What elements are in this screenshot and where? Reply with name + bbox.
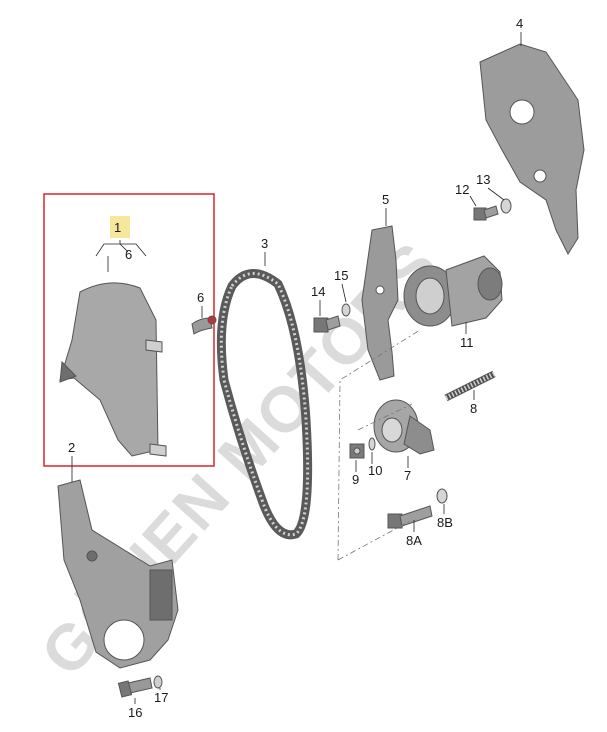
part-6-label: 6 (197, 290, 204, 305)
part-17-washer[interactable] (153, 675, 163, 689)
part-14-label: 14 (311, 284, 325, 299)
part-13-label: 13 (476, 172, 490, 187)
part-1-label-highlight (110, 216, 130, 238)
part-8-label: 8 (470, 401, 477, 416)
part-8a-bolt[interactable] (387, 505, 433, 529)
part-12-leader (469, 195, 477, 207)
part-15-label: 15 (334, 268, 348, 283)
part-14-bolt[interactable] (313, 315, 341, 333)
part-13-leader (487, 187, 505, 201)
part-1-sub-label: 6 (125, 247, 132, 262)
part-4-rear-cover[interactable] (479, 43, 585, 256)
part-11-label: 11 (460, 335, 474, 350)
part-8b-washer[interactable] (436, 488, 448, 504)
part-9-nut[interactable] (349, 443, 365, 459)
part-1-upper-cover[interactable] (59, 282, 167, 457)
part-1-bracket (95, 240, 147, 257)
part-3-label: 3 (261, 236, 268, 251)
part-5-bracket[interactable] (361, 225, 399, 381)
assembly-guide-line-2 (337, 519, 413, 561)
part-4-label: 4 (516, 16, 523, 31)
part-11-water-pump[interactable] (403, 255, 503, 327)
part-5-label: 5 (382, 192, 389, 207)
part-16-label: 16 (128, 705, 142, 720)
part-3-timing-belt[interactable] (216, 269, 313, 540)
part-8a-label: 8A (406, 533, 422, 548)
part-10-label: 10 (368, 463, 382, 478)
part-8-stud[interactable] (444, 370, 496, 402)
part-17-label: 17 (154, 690, 168, 705)
part-12-label: 12 (455, 182, 469, 197)
part-1-label: 1 (114, 220, 121, 235)
assembly-guide-line-1 (337, 329, 421, 561)
part-8b-label: 8B (437, 515, 453, 530)
part-6-clip[interactable] (191, 315, 217, 335)
part-2-lower-cover[interactable] (57, 479, 179, 669)
part-10-washer[interactable] (368, 437, 376, 451)
part-2-label: 2 (68, 440, 75, 455)
part-13-washer[interactable] (500, 198, 512, 214)
part-12-bolt[interactable] (473, 205, 499, 221)
part-7-tensioner[interactable] (373, 399, 435, 455)
part-1-highlight-box (43, 193, 215, 467)
part-9-label: 9 (352, 472, 359, 487)
assembly-guide-line-3 (357, 403, 413, 431)
part-15-leader (341, 283, 347, 303)
part-7-label: 7 (404, 468, 411, 483)
part-16-bolt[interactable] (117, 677, 153, 698)
part-15-washer[interactable] (341, 303, 351, 317)
